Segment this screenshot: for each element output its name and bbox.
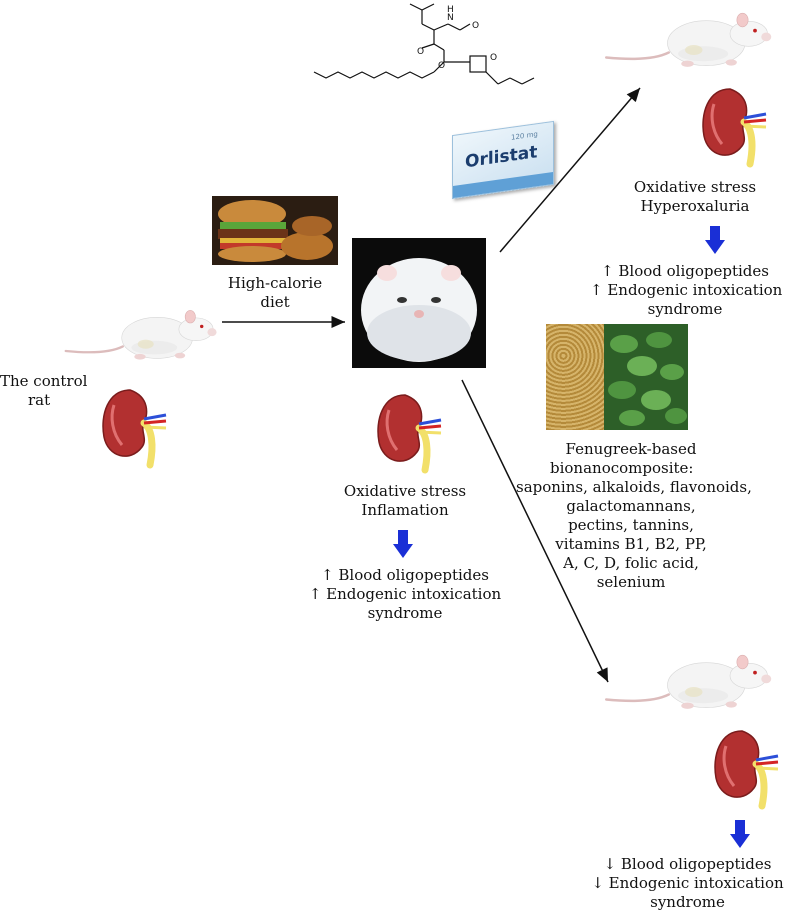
fenugreek-blue-arrow-icon: [730, 820, 750, 848]
svg-text:H: H: [447, 5, 454, 15]
fenugreek-line-5: pectins, tannins,: [568, 516, 694, 534]
fenugreek-line-8: selenium: [596, 573, 666, 591]
orlistat-blue-arrow-icon: [705, 226, 725, 254]
fenugreek-composition-text: Fenugreek-based bionanocomposite: saponi…: [516, 440, 752, 592]
svg-text:O: O: [438, 61, 445, 71]
orlistat-condition-text: Oxidative stress Hyperoxaluria: [620, 178, 770, 216]
fenugreek-marker-line-1: ↓ Blood oligopeptides: [603, 855, 772, 873]
obese-rat-image: [352, 238, 486, 368]
fenugreek-leaves-image: [604, 324, 688, 430]
obese-condition-text: Oxidative stress Inflamation: [320, 482, 490, 520]
orlistat-structure-image: O N H O O O: [313, 3, 535, 85]
svg-text:O: O: [417, 47, 424, 57]
orlistat-marker-line-2: ↑ Endogenic intoxication: [590, 281, 783, 299]
orlistat-marker-line-3: syndrome: [647, 300, 723, 318]
control-label-line-2: rat: [28, 391, 51, 409]
fenugreek-marker-line-3: syndrome: [650, 893, 725, 911]
fenugreek-line-2: bionanocomposite:: [550, 459, 694, 477]
fenugreek-line-3: saponins, alkaloids, flavonoids,: [516, 478, 752, 496]
diet-label-line-1: High-calorie: [227, 274, 323, 292]
svg-text:N: N: [447, 13, 454, 23]
diet-label: High-calorie diet: [212, 274, 338, 312]
burger-food-image: [212, 196, 338, 265]
orlistat-marker-line-1: ↑ Blood oligopeptides: [601, 262, 769, 280]
orlistat-condition-line-2: Hyperoxaluria: [640, 197, 750, 215]
fenugreek-line-4: galactomannans,: [566, 497, 696, 515]
obese-marker-line-3: syndrome: [367, 604, 443, 622]
svg-text:O: O: [472, 21, 479, 31]
fenugreek-marker-text: ↓ Blood oligopeptides ↓ Endogenic intoxi…: [590, 855, 785, 912]
fenugreek-seeds-image: [546, 324, 604, 430]
obese-marker-line-2: ↑ Endogenic intoxication: [308, 585, 502, 603]
control-label-line-1: The control: [0, 372, 88, 390]
control-rat-label: The control rat: [0, 372, 90, 410]
fenugreek-line-1: Fenugreek-based: [565, 440, 697, 458]
svg-text:O: O: [490, 53, 497, 63]
orlistat-marker-text: ↑ Blood oligopeptides ↑ Endogenic intoxi…: [590, 262, 783, 319]
fenugreek-rat-image: [605, 653, 773, 711]
obese-marker-text: ↑ Blood oligopeptides ↑ Endogenic intoxi…: [295, 566, 515, 623]
obese-condition-line-2: Inflamation: [361, 501, 449, 519]
fenugreek-marker-line-2: ↓ Endogenic intoxication: [591, 874, 784, 892]
fenugreek-line-7: A, C, D, folic acid,: [563, 554, 699, 572]
fenugreek-kidney-icon: [712, 726, 782, 811]
obese-blue-arrow-icon: [393, 530, 413, 558]
obese-marker-line-1: ↑ Blood oligopeptides: [321, 566, 489, 584]
fenugreek-line-6: vitamins B1, B2, PP,: [555, 535, 707, 553]
diet-label-line-2: diet: [260, 293, 290, 311]
orlistat-condition-line-1: Oxidative stress: [633, 178, 757, 196]
obese-condition-line-1: Oxidative stress: [343, 482, 467, 500]
